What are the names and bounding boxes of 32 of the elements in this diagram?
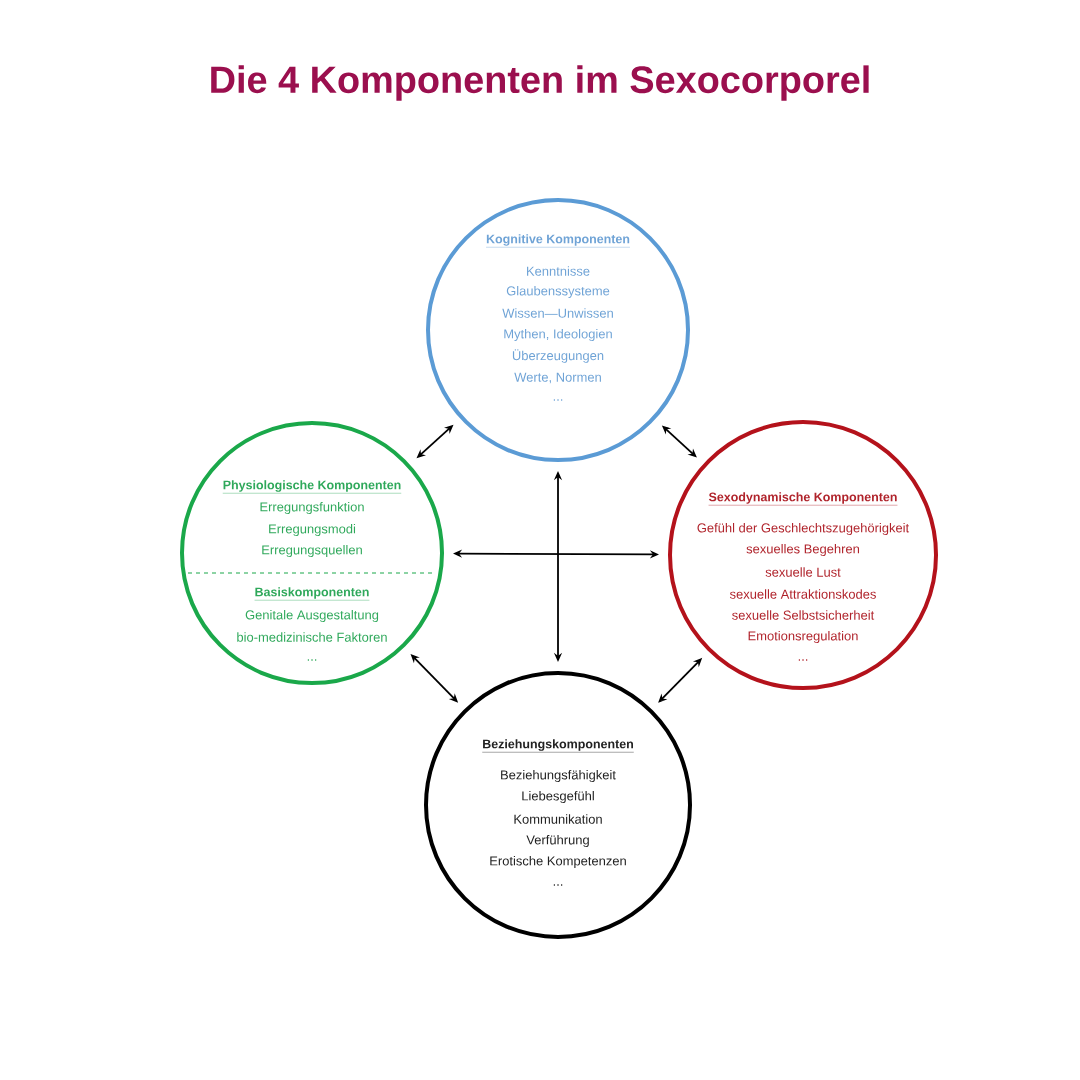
list-item: Erregungsmodi (269, 523, 355, 537)
list-item: ... (553, 884, 563, 886)
list-item: Glaubenssysteme (506, 285, 610, 299)
list-item: ... (553, 399, 563, 401)
list-item: Kenntnisse (527, 266, 590, 276)
list-item: sexuelle Lust (765, 567, 841, 577)
list-item: Erregungsfunktion (260, 501, 364, 515)
list-item: Beziehungsfähigkeit (501, 769, 616, 783)
list-item: sexuelles Begehren (746, 543, 859, 557)
heading: Physiologische Komponenten (222, 480, 402, 494)
heading: Sexodynamische Komponenten (708, 492, 898, 506)
list-item: ... (307, 659, 317, 661)
list-item: bio-medizinische Faktoren (237, 632, 387, 642)
heading: Kognitive Komponenten (485, 234, 631, 248)
list-item: sexuelle Selbstsicherheit (732, 610, 875, 620)
list-item: Werte, Normen (514, 372, 601, 384)
title: Die 4 Komponenten im Sexocorporel (211, 65, 869, 101)
list-item: sexuelle Attraktionskodes (729, 589, 876, 599)
list-item: ... (798, 659, 808, 661)
list-item: Liebesgefühl (522, 790, 594, 804)
list-item: Mythen, Ideologien (504, 328, 612, 342)
list-item: Verführung (526, 834, 589, 848)
list-item: Kommunikation (514, 814, 602, 824)
list-item: Emotionsregulation (748, 630, 858, 644)
list-item: Gefühl der Geschlechtszugehörigkeit (697, 522, 910, 536)
heading: Basiskomponenten (254, 587, 370, 601)
list-item: Wissen—Unwissen (502, 308, 613, 318)
list-item: Überzeugungen (512, 349, 604, 363)
list-item: Erregungsquellen (262, 544, 362, 558)
list-item: Genitale Ausgestaltung (245, 609, 379, 623)
heading: Beziehungskomponenten (482, 739, 634, 753)
list-item: Erotische Kompetenzen (490, 855, 626, 869)
